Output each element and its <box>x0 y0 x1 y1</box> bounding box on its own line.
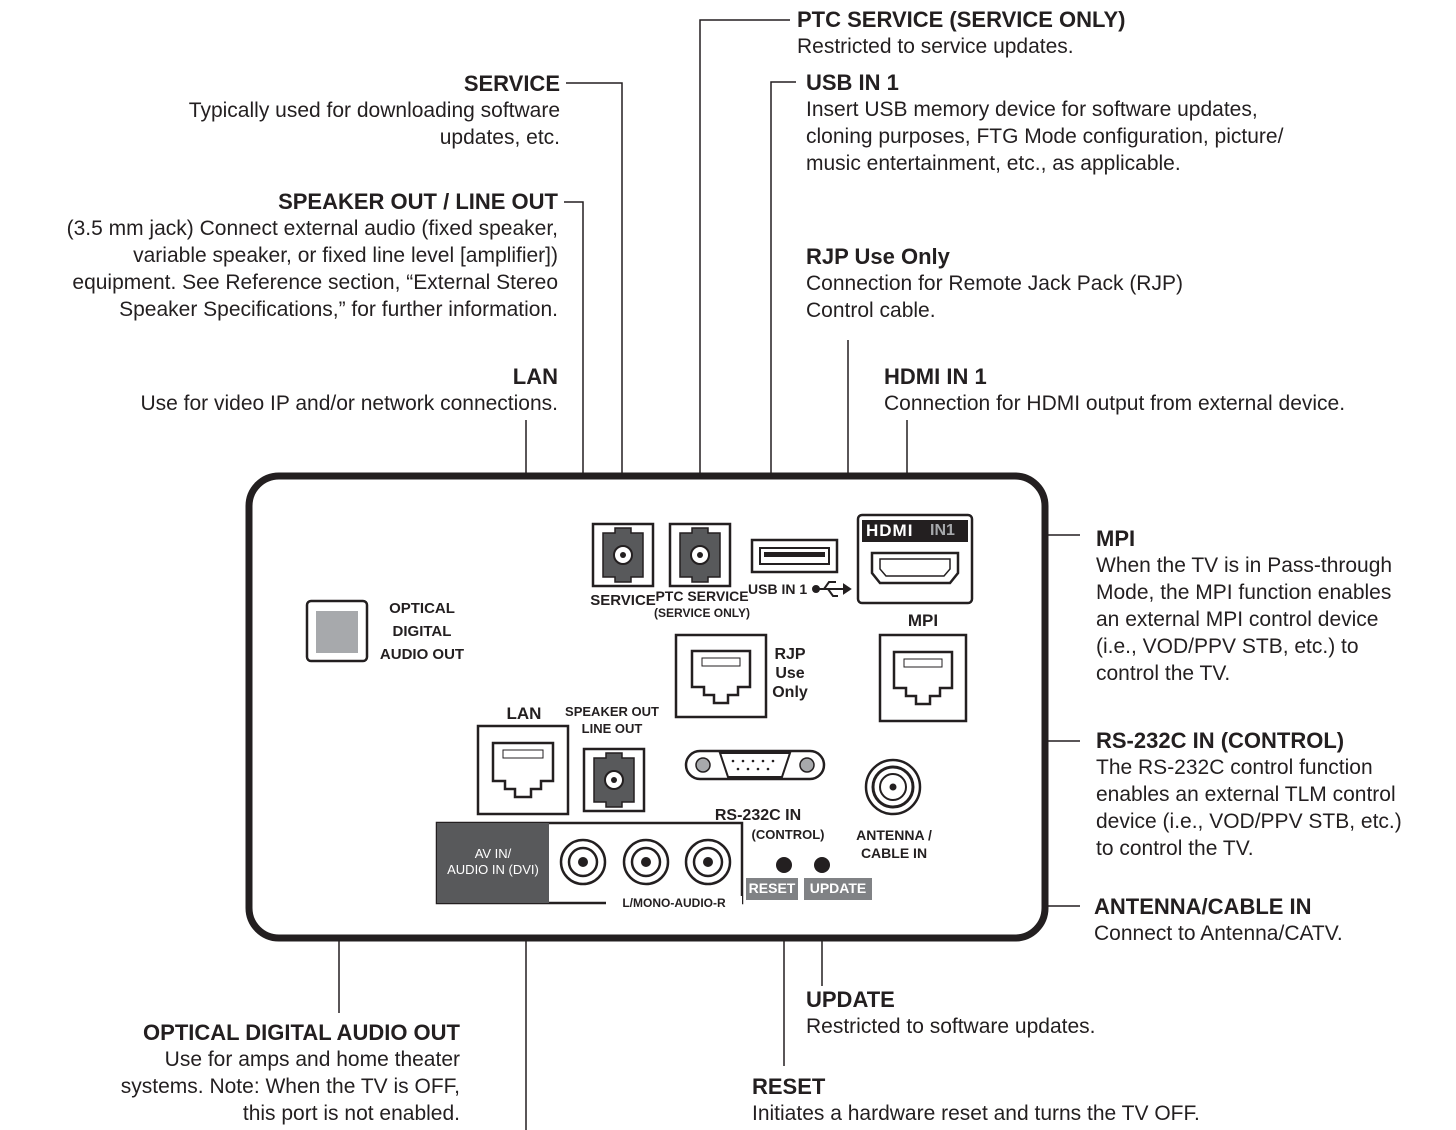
leader-usb <box>770 81 796 530</box>
callout-desc-line: Mode, the MPI function enables <box>1096 581 1392 604</box>
callout-desc-line: Connection for Remote Jack Pack (RJP) <box>806 272 1183 295</box>
panel-label-mpi: MPI <box>907 611 939 630</box>
panel-label-rs232-sub: (CONTROL) <box>751 827 825 842</box>
callout-desc-line: to control the TV. <box>1096 837 1254 860</box>
ptc-service-port <box>668 522 732 588</box>
panel-label-update: UPDATE <box>809 880 867 896</box>
callout-desc: Restricted to service updates. <box>797 35 1074 58</box>
update-button <box>814 857 830 873</box>
callout-desc: Restricted to software updates. <box>806 1015 1096 1038</box>
callout-desc-line: cloning purposes, FTG Mode configuration… <box>806 125 1284 148</box>
panel-label-audio-lr: L/MONO-AUDIO-R <box>606 896 742 910</box>
callout-desc-line: enables an external TLM control <box>1096 783 1396 806</box>
callout-desc-line: systems. Note: When the TV is OFF, <box>120 1075 460 1098</box>
callout-desc-line: variable speaker, or fixed line level [a… <box>133 244 558 267</box>
panel-label-ptc-service: PTC SERVICE <box>655 588 749 604</box>
panel-label-optical-1: OPTICAL <box>389 600 455 617</box>
callout-title: RJP Use Only <box>806 244 950 269</box>
callout-title: OPTICAL DIGITAL AUDIO OUT <box>143 1020 460 1045</box>
panel-label-speaker-2: LINE OUT <box>581 721 643 736</box>
usb-port <box>750 538 839 574</box>
panel-label-rjp-1: RJP <box>774 646 806 663</box>
callout-desc-line: an external MPI control device <box>1096 608 1379 631</box>
hdmi-port <box>856 513 974 605</box>
service-port <box>591 522 655 588</box>
callout-desc-line: control the TV. <box>1096 662 1231 685</box>
callout-title: SERVICE <box>463 71 560 96</box>
panel-label-antenna-2: CABLE IN <box>860 845 928 861</box>
optical-port <box>305 599 369 663</box>
callout-desc: Connection for HDMI output from external… <box>884 392 1346 415</box>
callout-desc-line: Typically used for downloading software <box>188 99 560 122</box>
callout-hdmi-in-1: HDMI IN 1 Connection for HDMI output fro… <box>884 363 1444 417</box>
callout-title: PTC SERVICE (SERVICE ONLY) <box>797 7 1126 32</box>
hdmi-in-label: IN1 <box>930 522 955 539</box>
panel-label-optical-2: DIGITAL <box>392 623 452 640</box>
callout-desc-line: The RS-232C control function <box>1096 756 1373 779</box>
av-in-block <box>435 821 744 905</box>
callout-desc-line: Use for amps and home theater <box>164 1048 460 1071</box>
callout-antenna: ANTENNA/CABLE IN Connect to Antenna/CATV… <box>1094 893 1450 947</box>
callout-desc: Connect to Antenna/CATV. <box>1094 922 1343 945</box>
callout-reset: RESET Initiates a hardware reset and tur… <box>752 1073 1312 1127</box>
callout-title: MPI <box>1096 526 1136 551</box>
callout-title: SPEAKER OUT / LINE OUT <box>278 189 558 214</box>
panel-label-optical-3: AUDIO OUT <box>379 646 465 663</box>
reset-button <box>776 857 792 873</box>
callout-desc-line: this port is not enabled. <box>242 1102 460 1125</box>
rjp-port <box>674 633 768 719</box>
callout-desc-line: Insert USB memory device for software up… <box>806 98 1258 121</box>
panel-label-av-in-1: AV IN/ <box>474 846 512 861</box>
callout-usb-in-1: USB IN 1 Insert USB memory device for so… <box>806 69 1366 177</box>
mpi-port <box>878 633 968 723</box>
leader-ptc-service <box>699 19 790 522</box>
panel-label-service: SERVICE <box>590 592 656 609</box>
callout-desc: Initiates a hardware reset and turns the… <box>752 1102 1200 1125</box>
callout-ptc-service: PTC SERVICE (SERVICE ONLY) Restricted to… <box>797 6 1297 60</box>
callout-mpi: MPI When the TV is in Pass-through Mode,… <box>1096 525 1452 687</box>
callout-desc-line: music entertainment, etc., as applicable… <box>806 152 1181 175</box>
callout-title: USB IN 1 <box>806 70 899 95</box>
rs232c-port <box>684 749 826 781</box>
hdmi-logo: HDMI <box>866 521 914 540</box>
callout-desc-line: (3.5 mm jack) Connect external audio (fi… <box>66 217 558 240</box>
callout-desc-line: updates, etc. <box>439 126 560 149</box>
callout-title: RS-232C IN (CONTROL) <box>1096 728 1345 753</box>
callout-title: RESET <box>752 1074 826 1099</box>
callout-desc-line: When the TV is in Pass-through <box>1096 554 1393 577</box>
callout-desc: Use for video IP and/or network connecti… <box>140 392 558 415</box>
callout-title: HDMI IN 1 <box>884 364 987 389</box>
panel-label-ptc-service-sub: (SERVICE ONLY) <box>653 606 751 620</box>
panel-label-rjp-3: Only <box>772 684 808 701</box>
panel-label-reset: RESET <box>748 880 796 896</box>
callout-rjp: RJP Use Only Connection for Remote Jack … <box>806 243 1306 324</box>
callout-desc-line: device (i.e., VOD/PPV STB, etc.) <box>1096 810 1402 833</box>
callout-desc-line: Control cable. <box>806 299 936 322</box>
antenna-port <box>864 758 922 816</box>
panel-label-speaker-1: SPEAKER OUT <box>565 704 659 719</box>
callout-desc-line: Speaker Specifications,” for further inf… <box>119 298 558 321</box>
callout-lan: LAN Use for video IP and/or network conn… <box>60 363 558 417</box>
panel-label-rjp-2: Use <box>775 665 805 682</box>
panel-label-antenna-1: ANTENNA / <box>856 827 932 843</box>
leader-service <box>566 82 623 522</box>
callout-title: ANTENNA/CABLE IN <box>1094 894 1312 919</box>
panel-label-usb: USB IN 1 <box>748 581 808 597</box>
callout-title: LAN <box>512 364 558 389</box>
panel-label-lan: LAN <box>506 704 542 723</box>
callout-title: UPDATE <box>806 987 895 1012</box>
lan-port <box>476 724 570 816</box>
callout-service: SERVICE Typically used for downloading s… <box>80 70 560 151</box>
callout-rs232c: RS-232C IN (CONTROL) The RS-232C control… <box>1096 727 1452 862</box>
callout-desc-line: equipment. See Reference section, “Exter… <box>72 271 558 294</box>
callout-speaker-out: SPEAKER OUT / LINE OUT (3.5 mm jack) Con… <box>0 188 558 323</box>
callout-desc-line: (i.e., VOD/PPV STB, etc.) to <box>1096 635 1359 658</box>
usb-icon <box>812 581 852 597</box>
panel-label-av-in-2: AUDIO IN (DVI) <box>447 862 539 877</box>
speaker-out-port <box>582 747 646 813</box>
callout-update: UPDATE Restricted to software updates. <box>806 986 1306 1040</box>
panel-label-rs232: RS-232C IN <box>714 807 802 824</box>
callout-optical: OPTICAL DIGITAL AUDIO OUT Use for amps a… <box>40 1019 460 1127</box>
